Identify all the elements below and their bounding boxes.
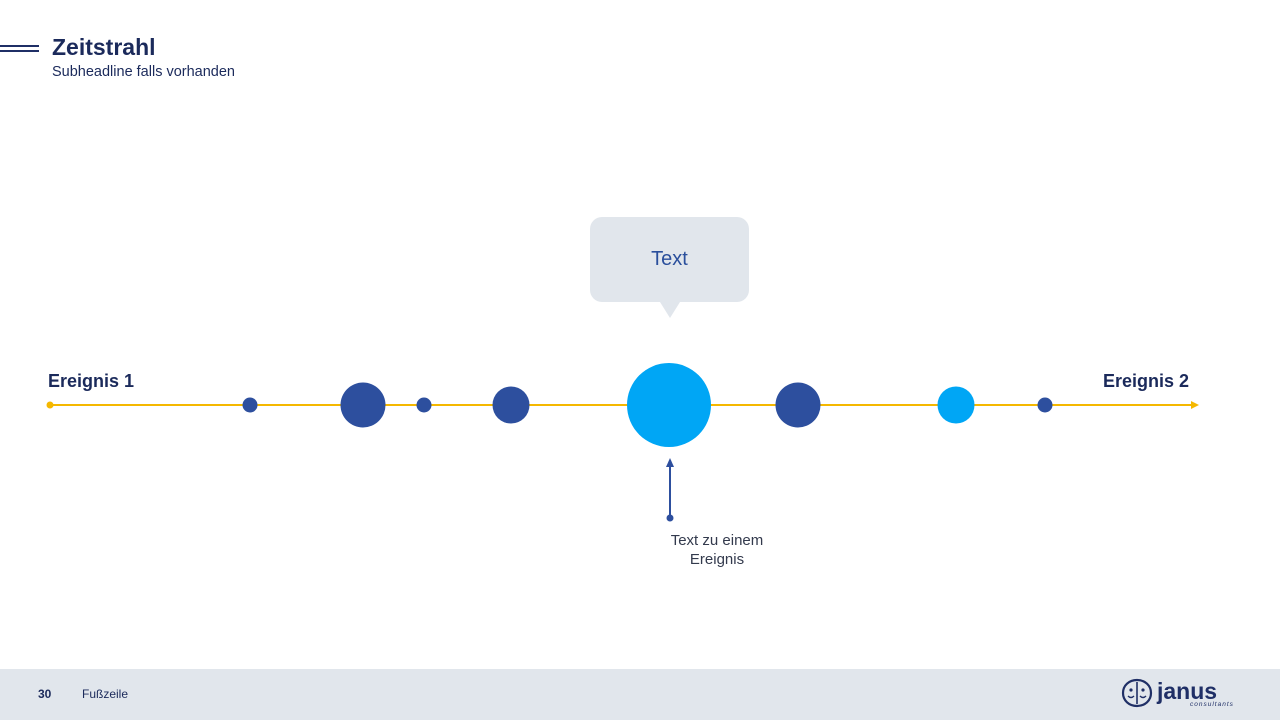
timeline-dot	[242, 397, 258, 413]
start-event-label: Ereignis 1	[48, 371, 135, 391]
callout-text: Text	[651, 248, 688, 270]
timeline-start-point	[46, 401, 54, 409]
page-number: 30	[38, 687, 52, 701]
timeline-dot	[1037, 397, 1053, 413]
page-subtitle: Subheadline falls vorhanden	[52, 64, 235, 80]
end-event-label: Ereignis 2	[1103, 371, 1190, 391]
timeline-dot	[775, 382, 821, 428]
timeline-accent-dot	[937, 386, 975, 424]
timeline-highlight-dot	[627, 363, 711, 447]
timeline-dot	[340, 382, 386, 428]
svg-text:janus: janus	[1156, 678, 1217, 704]
footer-text: Fußzeile	[82, 687, 129, 701]
event-pointer-dot	[666, 514, 674, 522]
footer-bar: 30 Fußzeile janus consultants	[0, 669, 1280, 720]
event-description: Text zu einem Ereignis	[670, 532, 764, 568]
event-pointer-arrowhead	[666, 458, 674, 467]
callout-bubble: Text	[590, 217, 749, 318]
page-title: Zeitstrahl	[52, 34, 156, 60]
timeline-dot	[416, 397, 432, 413]
svg-text:consultants: consultants	[1190, 701, 1234, 708]
header-accent-lines	[0, 45, 39, 53]
timeline-dot	[492, 386, 530, 424]
janus-logo: janus consultants	[1121, 678, 1234, 708]
timeline-end-arrow	[1191, 401, 1199, 409]
